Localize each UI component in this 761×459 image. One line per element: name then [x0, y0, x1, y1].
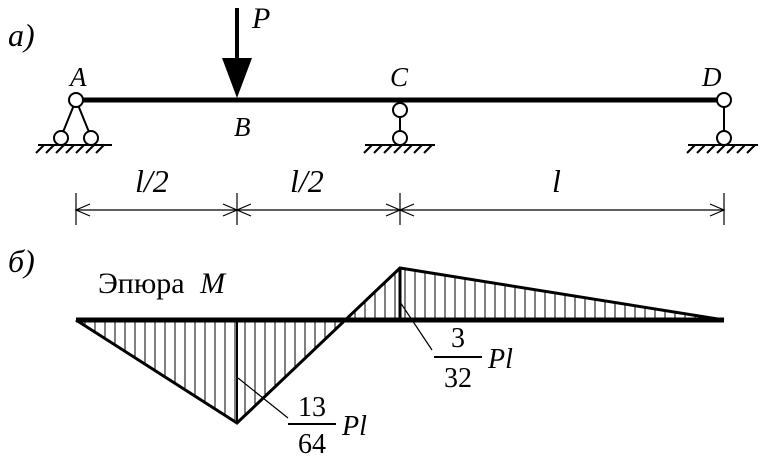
span-label-bc: l/2	[290, 163, 324, 199]
diagram-title-symbol: M	[199, 267, 227, 300]
moment-line	[75, 266, 725, 425]
load-arrow	[222, 8, 252, 98]
value-b-denominator: 64	[298, 429, 326, 459]
diagram-title: Эпюра M	[98, 267, 227, 300]
span-label-cd: l	[552, 163, 561, 199]
point-label-a: A	[68, 62, 87, 92]
point-label-b: B	[234, 112, 251, 142]
value-c-denominator: 32	[444, 363, 472, 394]
support-d	[686, 92, 758, 154]
part-a-label: а)	[8, 17, 35, 53]
point-label-d: D	[701, 62, 722, 92]
dimension-lines	[74, 193, 726, 225]
moment-value-c: 3 32 Pl	[434, 323, 513, 394]
leader-c	[399, 301, 433, 351]
diagram-title-word: Эпюра	[98, 267, 185, 300]
moment-value-b: 13 64 Pl	[288, 392, 367, 459]
value-b-numerator: 13	[298, 392, 326, 423]
value-c-numerator: 3	[451, 323, 465, 354]
leader-b	[237, 377, 289, 419]
span-label-ab: l/2	[135, 163, 169, 199]
moment-area-negative	[76, 320, 344, 423]
part-b-label: б)	[8, 243, 35, 279]
support-c	[363, 100, 435, 154]
point-label-c: C	[390, 62, 409, 92]
load-label-p: P	[251, 2, 270, 35]
value-c-factor: Pl	[487, 344, 513, 375]
moment-area-positive	[344, 268, 724, 320]
support-a	[35, 92, 112, 154]
value-b-factor: Pl	[341, 411, 367, 442]
